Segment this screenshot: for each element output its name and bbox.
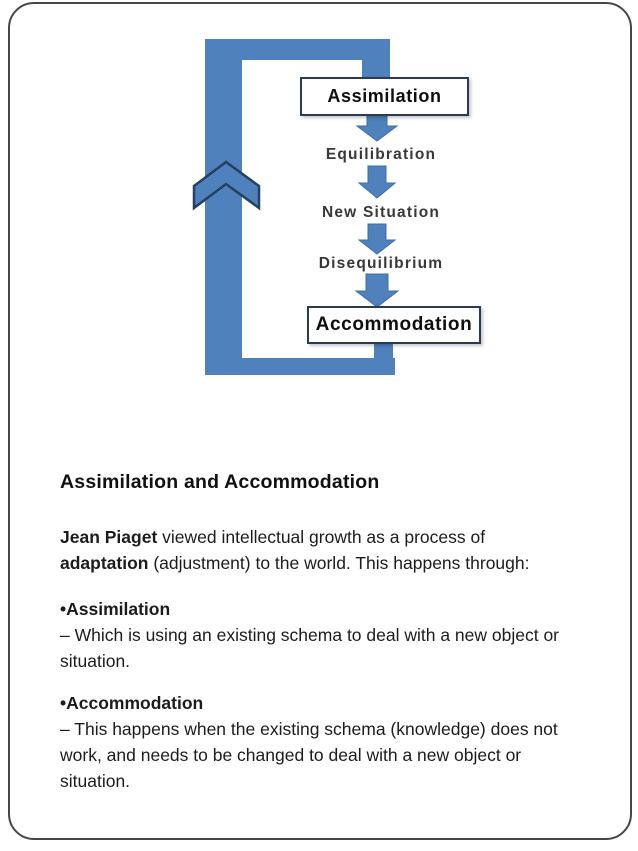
bullet-desc-line: – This happens when the existing schema …: [60, 719, 558, 739]
assimilation-box: Assimilation: [300, 77, 469, 116]
cycle-loop-graphic: [192, 39, 400, 375]
down-arrow-icon: [354, 273, 400, 308]
bullet-accommodation: •Accommodation – This happens when the e…: [60, 690, 605, 794]
loop-up-chevron-icon: [192, 160, 261, 211]
intro-bold-adaptation: adaptation: [60, 553, 149, 573]
down-arrow-icon: [355, 111, 399, 142]
loop-bottom-bar: [205, 358, 395, 375]
intro-paragraph: Jean Piaget viewed intellectual growth a…: [60, 524, 605, 576]
flow-label-disequilibrium: Disequilibrium: [318, 255, 444, 272]
bullet-desc-line: situation.: [60, 771, 131, 791]
intro-line: Jean Piaget viewed intellectual growth a…: [60, 524, 605, 550]
slide-text-content: Assimilation and Accommodation Jean Piag…: [60, 470, 605, 810]
accommodation-box-label: Accommodation: [315, 314, 473, 335]
accommodation-box: Accommodation: [307, 306, 481, 344]
down-arrow-icon: [357, 165, 397, 199]
down-arrow-icon: [357, 223, 397, 255]
bullet-desc-line: situation.: [60, 651, 131, 671]
bullet-desc-line: – Which is using an existing schema to d…: [60, 625, 560, 645]
bullet-term: •Assimilation: [60, 599, 171, 619]
flow-label-equilibration: Equilibration: [325, 146, 437, 163]
bullet-term: •Accommodation: [60, 693, 204, 713]
slide-title: Assimilation and Accommodation: [60, 471, 380, 493]
loop-top-bar: [205, 39, 390, 60]
loop-top-drop-connector: [362, 39, 390, 78]
piaget-adaptation-cycle-diagram: Assimilation Equilibration New Situation…: [0, 0, 638, 400]
loop-left-bar: [205, 39, 242, 375]
intro-bold-jean-piaget: Jean Piaget: [60, 527, 158, 547]
bullet-assimilation: •Assimilation – Which is using an existi…: [60, 596, 605, 674]
assimilation-box-label: Assimilation: [327, 86, 442, 106]
bullet-desc-line: work, and needs to be changed to deal wi…: [60, 745, 522, 765]
intro-line: adaptation (adjustment) to the world. Th…: [60, 550, 605, 576]
intro-text: viewed intellectual growth as a process …: [157, 527, 486, 547]
flow-label-new-situation: New Situation: [321, 204, 441, 221]
intro-text: (adjustment) to the world. This happens …: [148, 553, 530, 573]
loop-bottom-stub-connector: [374, 338, 393, 364]
